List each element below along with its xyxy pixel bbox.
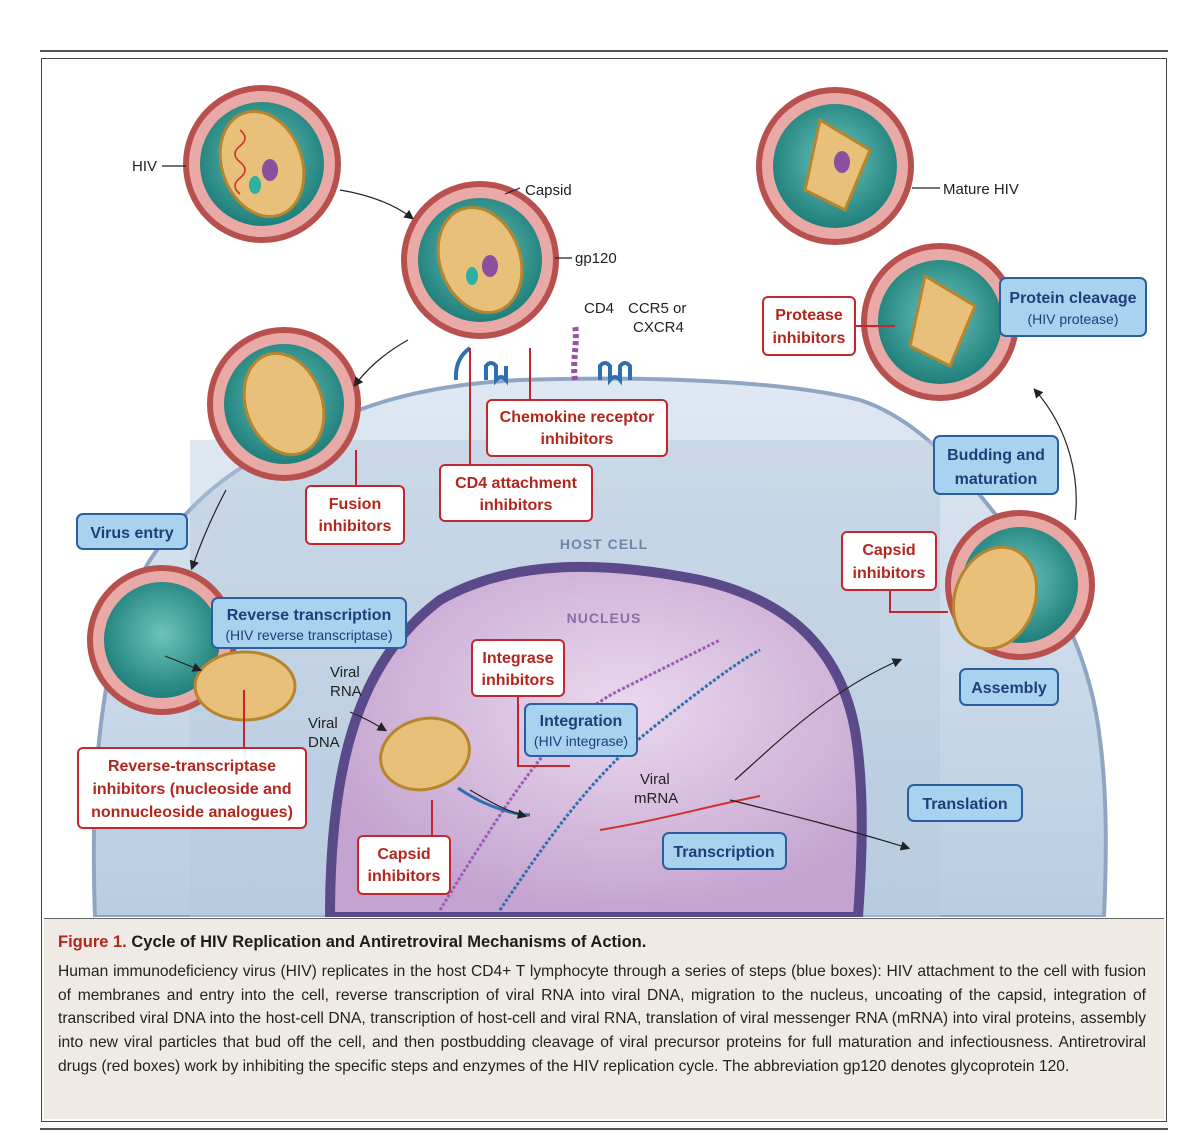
caption-figure-label: Figure 1. [58, 933, 127, 951]
svg-text:Capsid: Capsid [862, 542, 915, 559]
figure-caption: Figure 1. Cycle of HIV Replication and A… [44, 918, 1164, 1119]
arrow-approach [339, 189, 414, 220]
viral-rna-label-2: RNA [330, 683, 362, 700]
arrow-to-nucleus [349, 711, 388, 732]
svg-text:Virus entry: Virus entry [90, 525, 173, 542]
capsid-near-nucleus [379, 716, 471, 792]
mature-hiv-virion [756, 87, 914, 245]
hiv-virion-fusing [207, 327, 361, 481]
svg-text:Reverse-transcriptase: Reverse-transcriptase [108, 758, 276, 775]
reverse-transcriptase-inhibitors-box: Reverse-transcriptase inhibitors (nucleo… [77, 747, 307, 829]
svg-text:inhibitors: inhibitors [853, 565, 926, 582]
capsid-inhibitors-box-nucleus: Capsid inhibitors [357, 835, 451, 895]
figure-frame [41, 58, 1167, 1122]
capsid-inhibitor-line-b [889, 590, 948, 613]
protein-cleavage-box: Protein cleavage (HIV protease) [999, 277, 1147, 337]
cd4-label: CD4 [584, 300, 614, 317]
fusion-inhibitors-box: Fusion inhibitors [305, 485, 405, 545]
svg-text:Capsid: Capsid [377, 846, 430, 863]
hiv-virion-cleavage [861, 243, 1019, 401]
svg-text:Integrase: Integrase [482, 650, 553, 667]
leader-capsid [504, 187, 521, 195]
viral-mrna-strand [599, 795, 761, 831]
viral-dna-label: Viral [308, 715, 338, 732]
chemokine-receptor-inhibitors-box: Chemokine receptor inhibitors [486, 399, 668, 457]
viral-rna-label: Viral [330, 664, 360, 681]
svg-text:inhibitors: inhibitors [368, 868, 441, 885]
svg-text:Reverse transcription: Reverse transcription [227, 607, 392, 624]
budding-maturation-box: Budding and maturation [933, 435, 1059, 495]
host-dna-strand-2 [498, 648, 761, 911]
arrow-integrate [469, 789, 528, 819]
top-rule [40, 50, 1168, 52]
svg-text:inhibitors (nucleoside and: inhibitors (nucleoside and [92, 781, 291, 798]
nucleus-label: NUCLEUS [567, 610, 642, 626]
host-cell-label: HOST CELL [560, 536, 648, 552]
svg-text:Translation: Translation [922, 796, 1007, 813]
integration-box: Integration (HIV integrase) [524, 703, 638, 757]
viral-mrna-label: Viral [640, 771, 670, 788]
hiv-virion-budding [945, 510, 1095, 660]
svg-text:Transcription: Transcription [673, 844, 774, 861]
reverse-transcription-box: Reverse transcription (HIV reverse trans… [211, 597, 407, 649]
svg-text:Assembly: Assembly [971, 680, 1047, 697]
svg-text:nonnucleoside analogues): nonnucleoside analogues) [91, 804, 293, 821]
svg-text:inhibitors: inhibitors [319, 518, 392, 535]
viral-dna-label-2: DNA [308, 734, 340, 751]
arrow-entry [189, 489, 227, 571]
arrow-bud [1033, 388, 1077, 521]
cd4-receptor [571, 324, 579, 381]
svg-text:maturation: maturation [955, 471, 1038, 488]
caption-title: Figure 1. Cycle of HIV Replication and A… [58, 933, 1146, 952]
translation-box: Translation [907, 784, 1023, 822]
hiv-virion [183, 85, 341, 243]
arrow-export [734, 658, 903, 781]
cd4-attachment-inhibitors-box: CD4 attachment inhibitors [439, 464, 593, 522]
svg-text:inhibitors: inhibitors [773, 330, 846, 347]
cxcr4-label: CXCR4 [633, 319, 684, 336]
bottom-rule [40, 1128, 1168, 1130]
svg-text:Budding and: Budding and [947, 447, 1045, 464]
integrase-inhibitors-box: Integrase inhibitors [471, 639, 565, 697]
svg-text:inhibitors: inhibitors [482, 672, 555, 689]
bound-receptors [453, 346, 508, 386]
host-dna-strand [438, 638, 721, 911]
caption-title-text: Cycle of HIV Replication and Antiretrovi… [131, 933, 647, 951]
svg-text:inhibitors: inhibitors [541, 431, 614, 448]
arrow-rt [164, 655, 203, 672]
integrase-inhibitor-line [517, 694, 570, 767]
svg-text:Chemokine receptor: Chemokine receptor [500, 409, 655, 426]
transcription-box: Transcription [662, 832, 787, 870]
mature-hiv-label: Mature HIV [943, 181, 1019, 198]
capsid-label: Capsid [525, 182, 572, 199]
svg-text:(HIV reverse transcriptase): (HIV reverse transcriptase) [225, 627, 392, 643]
svg-text:Fusion: Fusion [329, 496, 381, 513]
virus-entry-box: Virus entry [76, 513, 188, 550]
ccr5-receptor [598, 361, 632, 386]
viral-mrna-label-2: mRNA [634, 790, 678, 807]
svg-text:Protease: Protease [775, 307, 843, 324]
svg-text:Protein cleavage: Protein cleavage [1009, 290, 1136, 307]
hiv-virion-capsid [401, 181, 559, 339]
assembly-box: Assembly [959, 668, 1059, 706]
svg-text:Integration: Integration [540, 713, 623, 730]
ccr5-label: CCR5 or [628, 300, 686, 317]
protease-inhibitors-box: Protease inhibitors [762, 296, 856, 356]
svg-text:(HIV protease): (HIV protease) [1027, 311, 1118, 327]
arrow-attach [353, 339, 409, 387]
hiv-label: HIV [132, 158, 157, 175]
capsid-inhibitors-box-budding: Capsid inhibitors [841, 531, 937, 591]
svg-text:CD4 attachment: CD4 attachment [455, 475, 577, 492]
svg-text:(HIV integrase): (HIV integrase) [534, 733, 628, 749]
gp120-label: gp120 [575, 250, 617, 267]
arrow-translate [729, 799, 911, 851]
svg-text:inhibitors: inhibitors [480, 497, 553, 514]
hiv-replication-diagram: HOST CELL NUCLEUS [76, 85, 1147, 917]
caption-body: Human immunodeficiency virus (HIV) repli… [58, 963, 1146, 1075]
